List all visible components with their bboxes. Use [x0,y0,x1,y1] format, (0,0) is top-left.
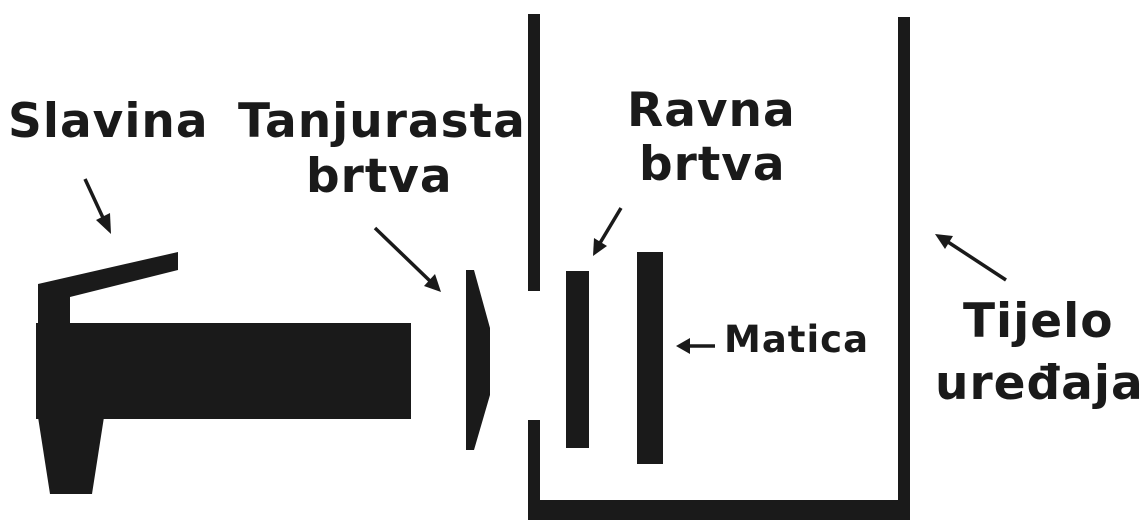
faucet-spout [38,417,104,494]
nut-arrow [676,338,715,354]
cup-seal-label-line1: Tanjurasta [238,94,526,149]
faucet-body [36,323,411,419]
body-left-wall-bottom [528,420,540,520]
device-body-label-line1: Tijelo [963,294,1114,349]
arrows [83,178,1007,354]
cup-seal-arrow [373,226,441,292]
flat-seal-label-line2: brtva [639,137,786,192]
body-bottom [528,500,910,520]
cup-seal-shape [466,270,490,450]
nut-label: Matica [724,318,870,361]
device-body-shape [528,14,910,520]
flat-seal-shape [566,271,589,448]
cup-seal-label-line2: brtva [306,149,453,204]
flat-seal-arrow [593,207,623,256]
body-left-wall-top [528,14,540,291]
nut-shape [637,252,663,464]
faucet-label: Slavina [8,94,209,149]
faucet-shape [36,252,411,494]
body-right-wall [898,17,910,520]
flat-seal-label-line1: Ravna [627,83,796,138]
faucet-lever [38,252,178,325]
body-arrow [935,234,1007,282]
faucet-arrow [83,178,111,234]
device-body-label-line2: uređaja [935,356,1141,411]
